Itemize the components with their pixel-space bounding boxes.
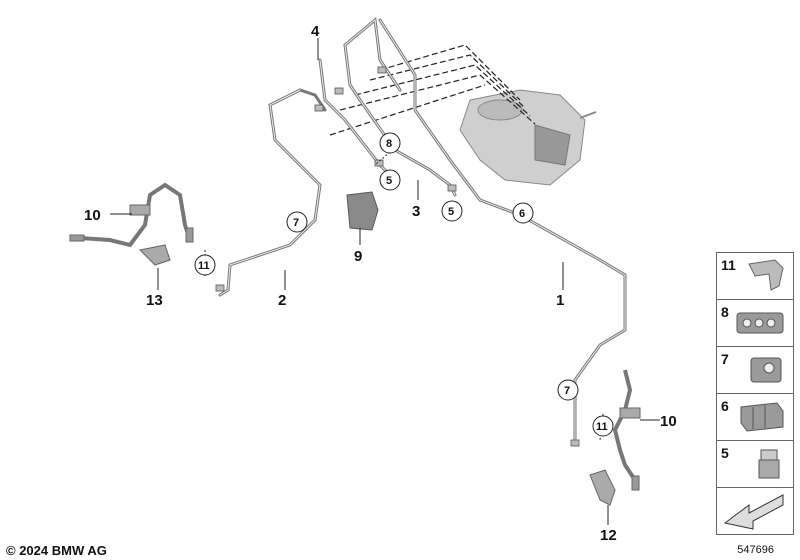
diagram-id: 547696 [737,544,774,556]
circled-callout-11a: 11 [198,260,210,272]
callout-2: 2 [278,292,286,309]
copyright-text: © 2024 BMW AG [6,543,107,558]
legend-number: 5 [721,445,729,461]
clip-icon [748,259,784,291]
pipe-holder-icon [736,312,784,334]
callout-3: 3 [412,203,420,220]
circled-callout-11b: 11 [596,421,608,433]
legend-number: 7 [721,351,729,367]
circled-callout-5b: 5 [448,206,454,218]
callout-4: 4 [311,23,320,40]
callout-13: 13 [146,292,163,309]
multi-clip-icon [740,402,784,432]
legend-item-8: 8 [716,299,794,346]
leader-lines [110,38,660,525]
brake-hose-left [69,182,194,266]
callout-9: 9 [354,248,362,265]
legend-number: 11 [721,257,736,273]
hex-nut-icon [758,449,780,479]
circled-callout-7b: 7 [564,385,570,397]
bracket-part-9 [346,191,379,231]
brake-hose-right [589,369,641,506]
circled-callout-6: 6 [519,208,525,220]
brake-master-cylinder-image [459,89,597,186]
circled-callouts [194,132,614,437]
legend-item-7: 7 [716,346,794,393]
legend-item-6: 6 [716,393,794,440]
callout-1: 1 [556,292,564,309]
pipe-fittings [215,66,580,447]
circled-callout-5a: 5 [386,175,392,187]
callout-10-right: 10 [660,413,677,430]
callout-10-left: 10 [84,207,101,224]
legend-item-5: 5 [716,440,794,487]
dashed-connection-lines [329,44,536,136]
parts-legend: 11 8 7 6 5 [716,252,794,535]
legend-direction-arrow [716,487,794,535]
legend-number: 8 [721,304,729,320]
legend-item-11: 11 [716,252,794,299]
pipe-clip-icon [750,357,782,383]
circled-callout-8: 8 [386,138,392,150]
circled-callout-7a: 7 [293,217,299,229]
direction-arrow-icon [723,494,784,530]
legend-number: 6 [721,398,729,414]
callout-12: 12 [600,527,617,544]
